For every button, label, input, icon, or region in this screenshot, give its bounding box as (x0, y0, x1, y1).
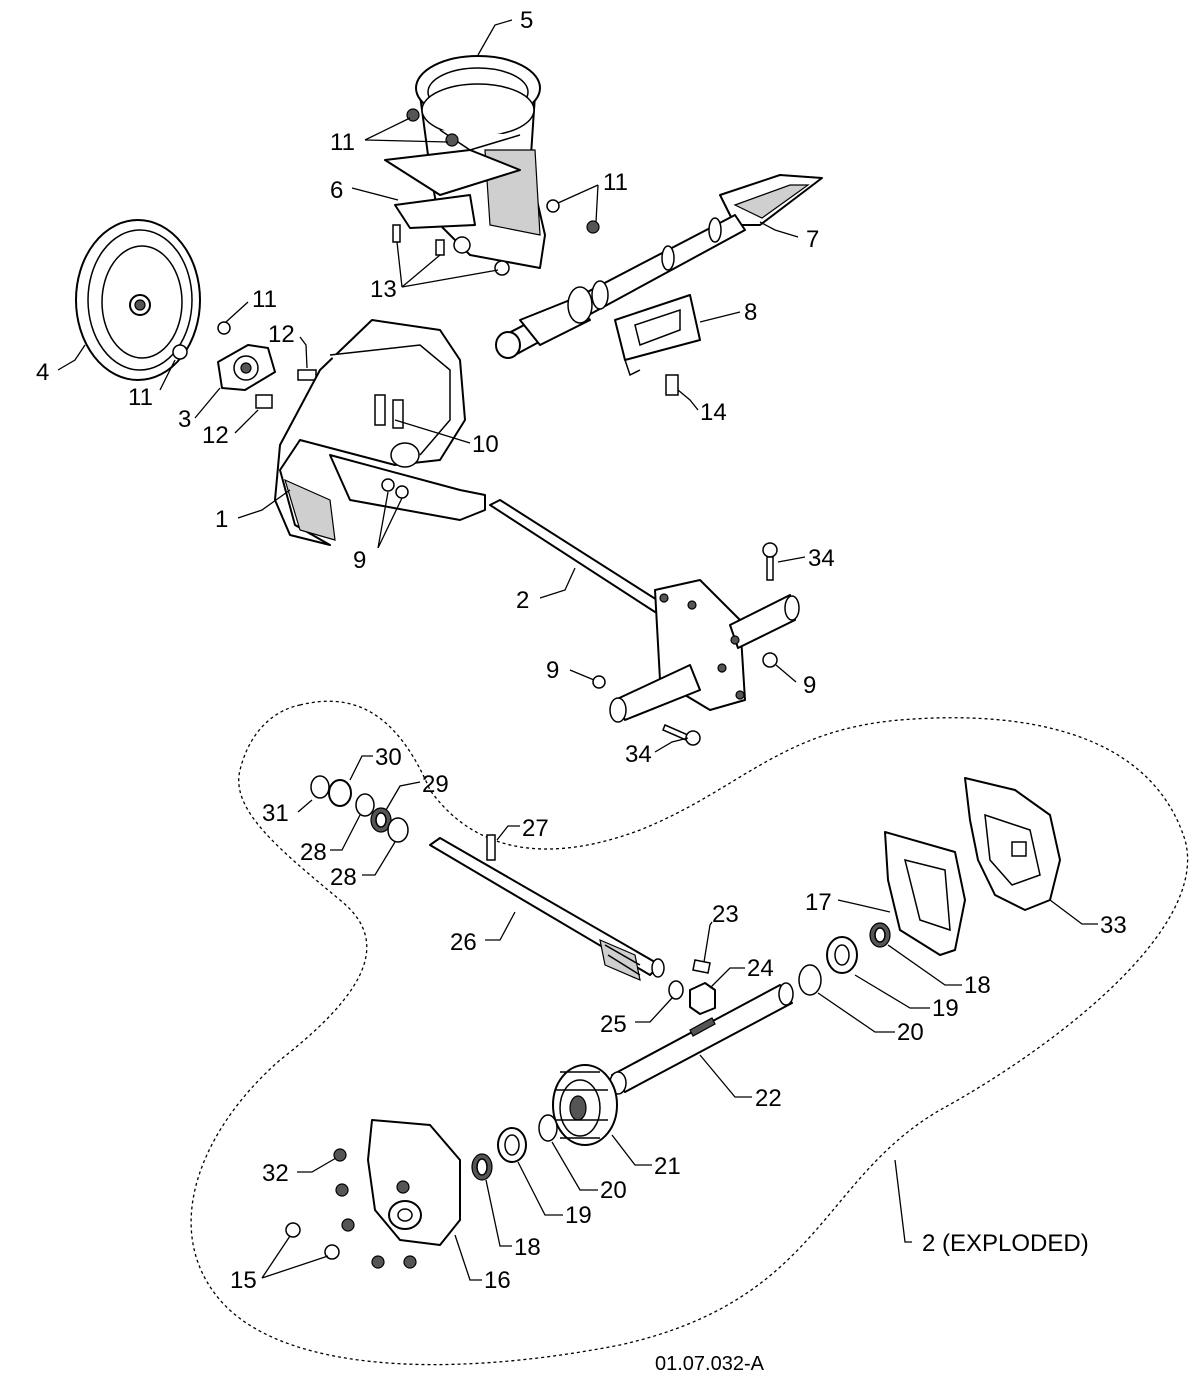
screw-part (333, 1148, 417, 1269)
exploded-view-outline (190, 700, 1188, 1366)
callout-11: 11 (330, 129, 355, 156)
callout-12: 12 (202, 422, 229, 449)
callout-22: 22 (755, 1085, 782, 1112)
callout-29: 29 (422, 771, 449, 798)
callout-19: 19 (565, 1202, 592, 1229)
callout-11: 11 (252, 286, 277, 313)
callout-17: 17 (805, 889, 832, 916)
callout-30: 30 (375, 744, 402, 771)
callout-6: 6 (330, 177, 343, 204)
callout-7: 7 (806, 226, 819, 253)
callout-9: 9 (546, 657, 559, 684)
callout-23: 23 (712, 901, 739, 928)
plug-part (285, 1222, 340, 1260)
callout-34: 34 (625, 741, 652, 768)
callout-8: 8 (744, 299, 757, 326)
gasket-part (884, 831, 966, 956)
callout-labels: 5 11 6 11 7 13 11 12 4 11 3 12 8 14 10 1… (36, 7, 1127, 1294)
callout-11: 11 (128, 384, 153, 411)
callout-2: 2 (516, 587, 529, 614)
bolt-part (665, 374, 679, 396)
washer-part (668, 980, 684, 1000)
callout-14: 14 (700, 399, 727, 426)
callout-28: 28 (300, 839, 327, 866)
callout-18: 18 (514, 1234, 541, 1261)
callout-15: 15 (230, 1267, 257, 1294)
crank-rod-part (495, 174, 823, 359)
washer-part (538, 964, 822, 1142)
auger-gearbox-part (489, 499, 800, 723)
callout-11: 11 (603, 169, 628, 196)
callout-27: 27 (522, 815, 549, 842)
callout-4: 4 (36, 359, 49, 386)
callout-1: 1 (215, 506, 228, 533)
callout-25: 25 (600, 1011, 627, 1038)
callout-3: 3 (178, 406, 191, 433)
callout-9: 9 (803, 672, 816, 699)
bolt-part (392, 224, 510, 276)
callout-31: 31 (262, 800, 289, 827)
callout-13: 13 (370, 276, 397, 303)
callout-5: 5 (520, 7, 533, 34)
pulley-part (75, 219, 201, 381)
callout-21: 21 (654, 1153, 681, 1180)
bushing-part (497, 936, 858, 1163)
callout-2-exploded: 2 (EXPLODED) (922, 1230, 1089, 1257)
leader-lines (57, 19, 1098, 1281)
seal-part (471, 922, 891, 1181)
gearbox-half-part (964, 777, 1061, 911)
chute-bracket-part (384, 149, 521, 229)
callout-20: 20 (897, 1019, 924, 1046)
pin-part (486, 834, 496, 861)
drawing-code: 01.07.032-A (655, 1353, 765, 1375)
callout-32: 32 (262, 1160, 289, 1187)
callout-10: 10 (472, 431, 499, 458)
bushing-part (689, 982, 716, 1015)
axle-shaft-part (609, 982, 794, 1095)
gearbox-half-part (367, 1119, 461, 1246)
worm-shaft-part (429, 837, 665, 982)
callout-34: 34 (808, 545, 835, 572)
callout-20: 20 (600, 1177, 627, 1204)
key-part (692, 959, 711, 974)
bearing-flange-part (217, 344, 276, 391)
callout-24: 24 (747, 955, 774, 982)
callout-18: 18 (964, 972, 991, 999)
callout-26: 26 (450, 929, 477, 956)
bolt-part (255, 369, 317, 409)
washer-part (310, 775, 409, 843)
callout-33: 33 (1100, 912, 1127, 939)
nut-part (406, 108, 600, 234)
gear-part (552, 1064, 618, 1146)
callout-16: 16 (484, 1267, 511, 1294)
nut-part (172, 321, 231, 360)
callout-19: 19 (932, 995, 959, 1022)
callout-12: 12 (268, 321, 295, 348)
support-bracket-part (614, 294, 701, 377)
callout-28: 28 (330, 864, 357, 891)
nut-part (592, 652, 778, 689)
callout-9: 9 (353, 547, 366, 574)
